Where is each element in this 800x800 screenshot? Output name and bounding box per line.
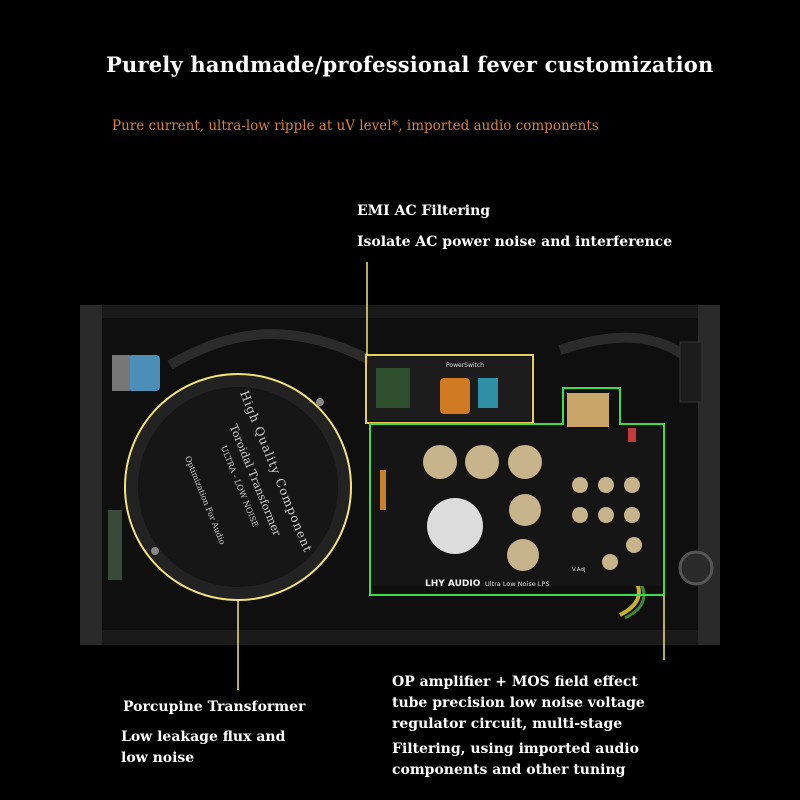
- side-connector: [108, 510, 122, 580]
- ac-inlet-connector: [128, 355, 160, 391]
- regulator-desc-line: OP amplifier + MOS field effect: [392, 674, 638, 690]
- power-switch: [679, 341, 703, 403]
- transformer-callout-desc: Low leakage flux and low noise: [121, 727, 285, 769]
- regulator-desc-line: regulator circuit, multi-stage: [392, 716, 623, 732]
- regulator-desc-line: Filtering, using imported audio: [392, 741, 639, 757]
- regulator-callout-desc-2: Filtering, using imported audio componen…: [392, 739, 792, 781]
- regulator-desc-line: components and other tuning: [392, 762, 626, 778]
- emi-callout-title: EMI AC Filtering: [357, 203, 491, 219]
- transformer-screw: [151, 547, 159, 555]
- resistor: [380, 470, 386, 510]
- emi-capacitor: [478, 378, 498, 408]
- power-switch-label: PowerSwitch: [446, 362, 484, 369]
- dc-output-jack: [678, 550, 714, 586]
- page-title: Purely handmade/professional fever custo…: [106, 52, 714, 77]
- page-subtitle: Pure current, ultra-low ripple at uV lev…: [112, 118, 599, 134]
- transformer-callout-title: Porcupine Transformer: [123, 699, 306, 715]
- power-cable: [167, 329, 373, 370]
- transformer-screw: [316, 398, 324, 406]
- ac-inlet-housing: [112, 355, 130, 391]
- transformer-desc-line: Low leakage flux and: [121, 729, 286, 745]
- transformer-cap: [138, 387, 338, 587]
- chassis-left-rail: [80, 305, 102, 645]
- resistor: [628, 428, 636, 442]
- emi-choke: [440, 378, 470, 414]
- filter-capacitors: [423, 445, 642, 571]
- regulator-callout-desc: OP amplifier + MOS field effect tube pre…: [392, 672, 792, 735]
- board-brand-label: LHY AUDIO: [425, 579, 481, 589]
- board-name-label: Ultra Low Noise LPS: [485, 580, 549, 588]
- regulator-highlight-box: [369, 387, 665, 596]
- mosfet-heatsink: [567, 393, 609, 427]
- transformer-desc-line: low noise: [121, 750, 195, 766]
- emi-inductor: [376, 368, 410, 408]
- regulator-desc-line: tube precision low noise voltage: [392, 695, 645, 711]
- emi-callout-desc: Isolate AC power noise and interference: [357, 234, 673, 250]
- board-adj-label: V.Adj: [572, 567, 586, 573]
